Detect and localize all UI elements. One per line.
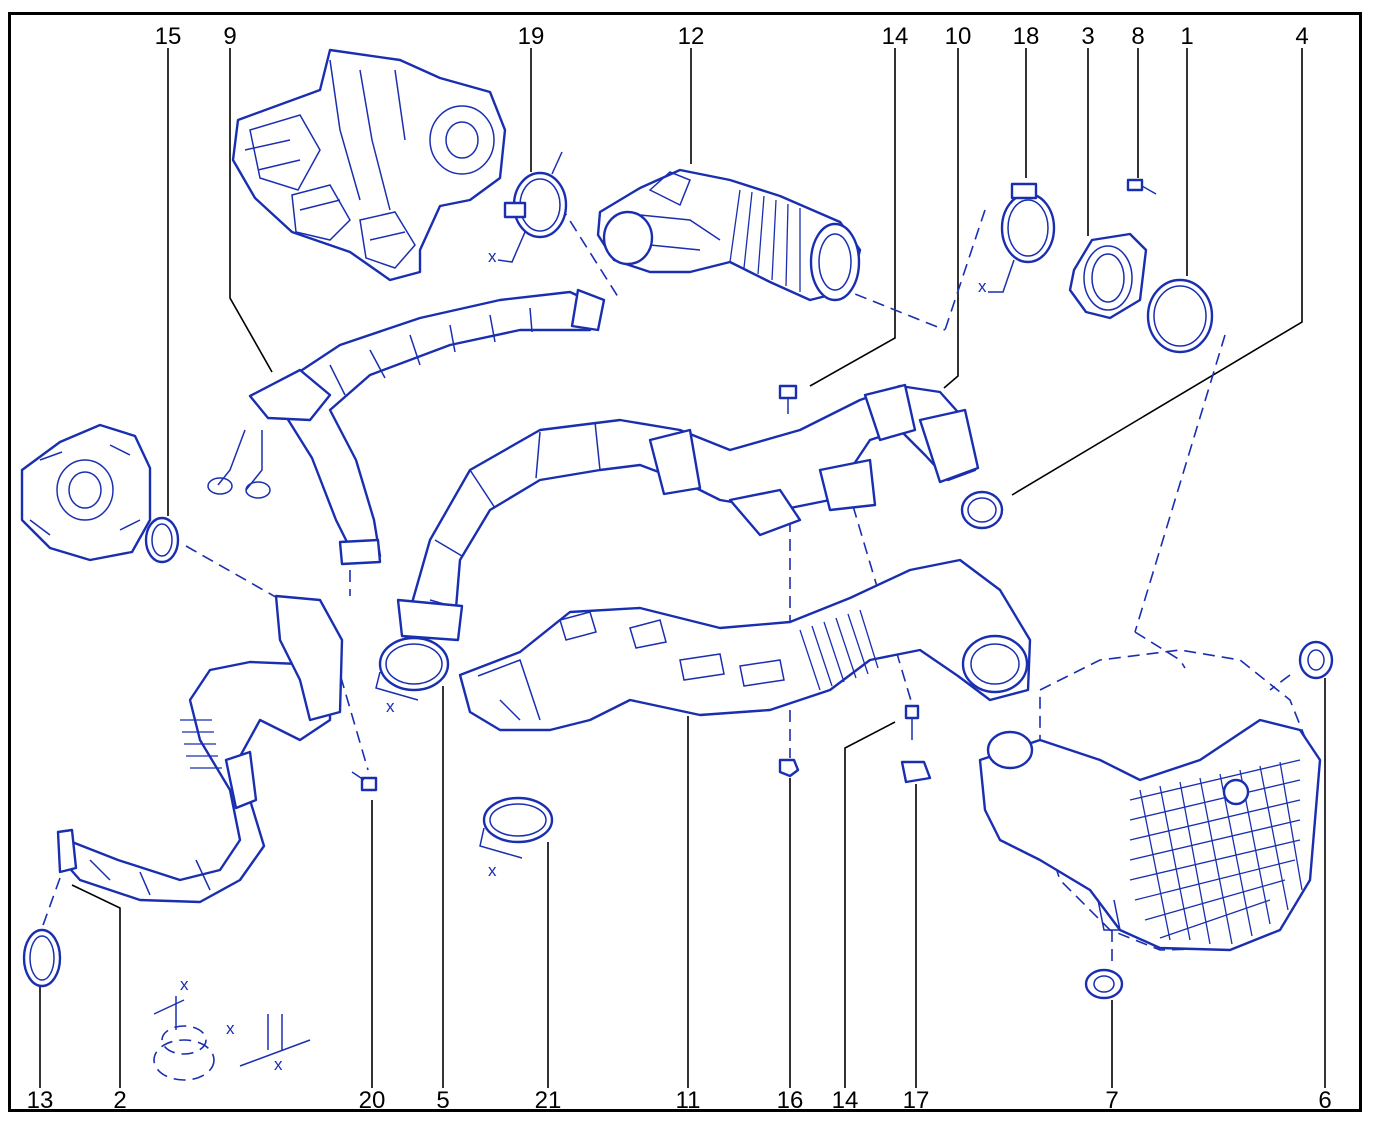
width-symbol: x — [488, 247, 497, 266]
callout-19: 19 — [518, 23, 545, 50]
callout-9: 9 — [223, 23, 236, 50]
callout-16: 16 — [777, 1087, 804, 1114]
callout-12: 12 — [678, 23, 705, 50]
ring-5: x — [375, 636, 450, 716]
width-symbol-3: x — [386, 697, 395, 716]
callout-4: 4 — [1295, 23, 1308, 50]
bolt-20 — [351, 771, 378, 792]
clip-17 — [900, 760, 932, 784]
nut-16 — [778, 758, 800, 778]
callout-7: 7 — [1105, 1087, 1118, 1114]
width-symbol-2: x — [978, 277, 987, 296]
o-ring-4 — [960, 490, 1004, 530]
callout-15: 15 — [155, 23, 182, 50]
leader-lines — [39, 48, 1326, 1088]
inlet-hose-12 — [596, 168, 862, 302]
callout-11: 11 — [676, 1087, 701, 1114]
width-symbol-5: x — [180, 975, 189, 994]
callout-3: 3 — [1081, 23, 1094, 50]
width-symbol-7: x — [274, 1055, 283, 1074]
callout-18: 18 — [1013, 23, 1040, 50]
bolt-14-lower — [904, 704, 920, 740]
callout-10: 10 — [945, 23, 972, 50]
charge-pipe-10 — [396, 383, 980, 642]
throttle-body — [20, 423, 180, 564]
clamp-19: x — [488, 151, 568, 266]
callout-5: 5 — [436, 1087, 449, 1114]
callout-17: 17 — [903, 1087, 930, 1114]
width-symbol-6: x — [226, 1019, 235, 1038]
callout-21: 21 — [535, 1087, 562, 1114]
callout-6: 6 — [1318, 1087, 1331, 1114]
callout-8: 8 — [1131, 23, 1144, 50]
charge-pipe-11 — [458, 558, 1032, 732]
callout-14-lower: 14 — [832, 1087, 859, 1114]
ring-13 — [22, 928, 62, 988]
callout-13: 13 — [27, 1087, 54, 1114]
ring-1 — [1146, 278, 1214, 354]
callout-20: 20 — [359, 1087, 386, 1114]
ring-21: x — [479, 796, 554, 880]
callout-1: 1 — [1180, 23, 1193, 50]
turbo-manifold-part — [231, 48, 507, 282]
callout-numbers: 15 9 19 12 14 10 18 3 8 1 4 13 2 20 5 21… — [27, 23, 1332, 1114]
hose-2 — [56, 594, 344, 904]
clamp-18: x — [978, 182, 1056, 296]
bolt-14 — [778, 384, 798, 414]
intercooler — [978, 649, 1322, 952]
flange-3 — [1068, 232, 1148, 320]
width-symbol-4: x — [488, 861, 497, 880]
grommet-7 — [1084, 968, 1124, 1000]
callout-2: 2 — [113, 1087, 126, 1114]
bolt-8 — [1126, 178, 1157, 195]
hose-9 — [207, 288, 606, 566]
callout-14: 14 — [882, 23, 909, 50]
grommet-6 — [1298, 640, 1334, 680]
width-measure-detail: x x x — [153, 975, 311, 1081]
